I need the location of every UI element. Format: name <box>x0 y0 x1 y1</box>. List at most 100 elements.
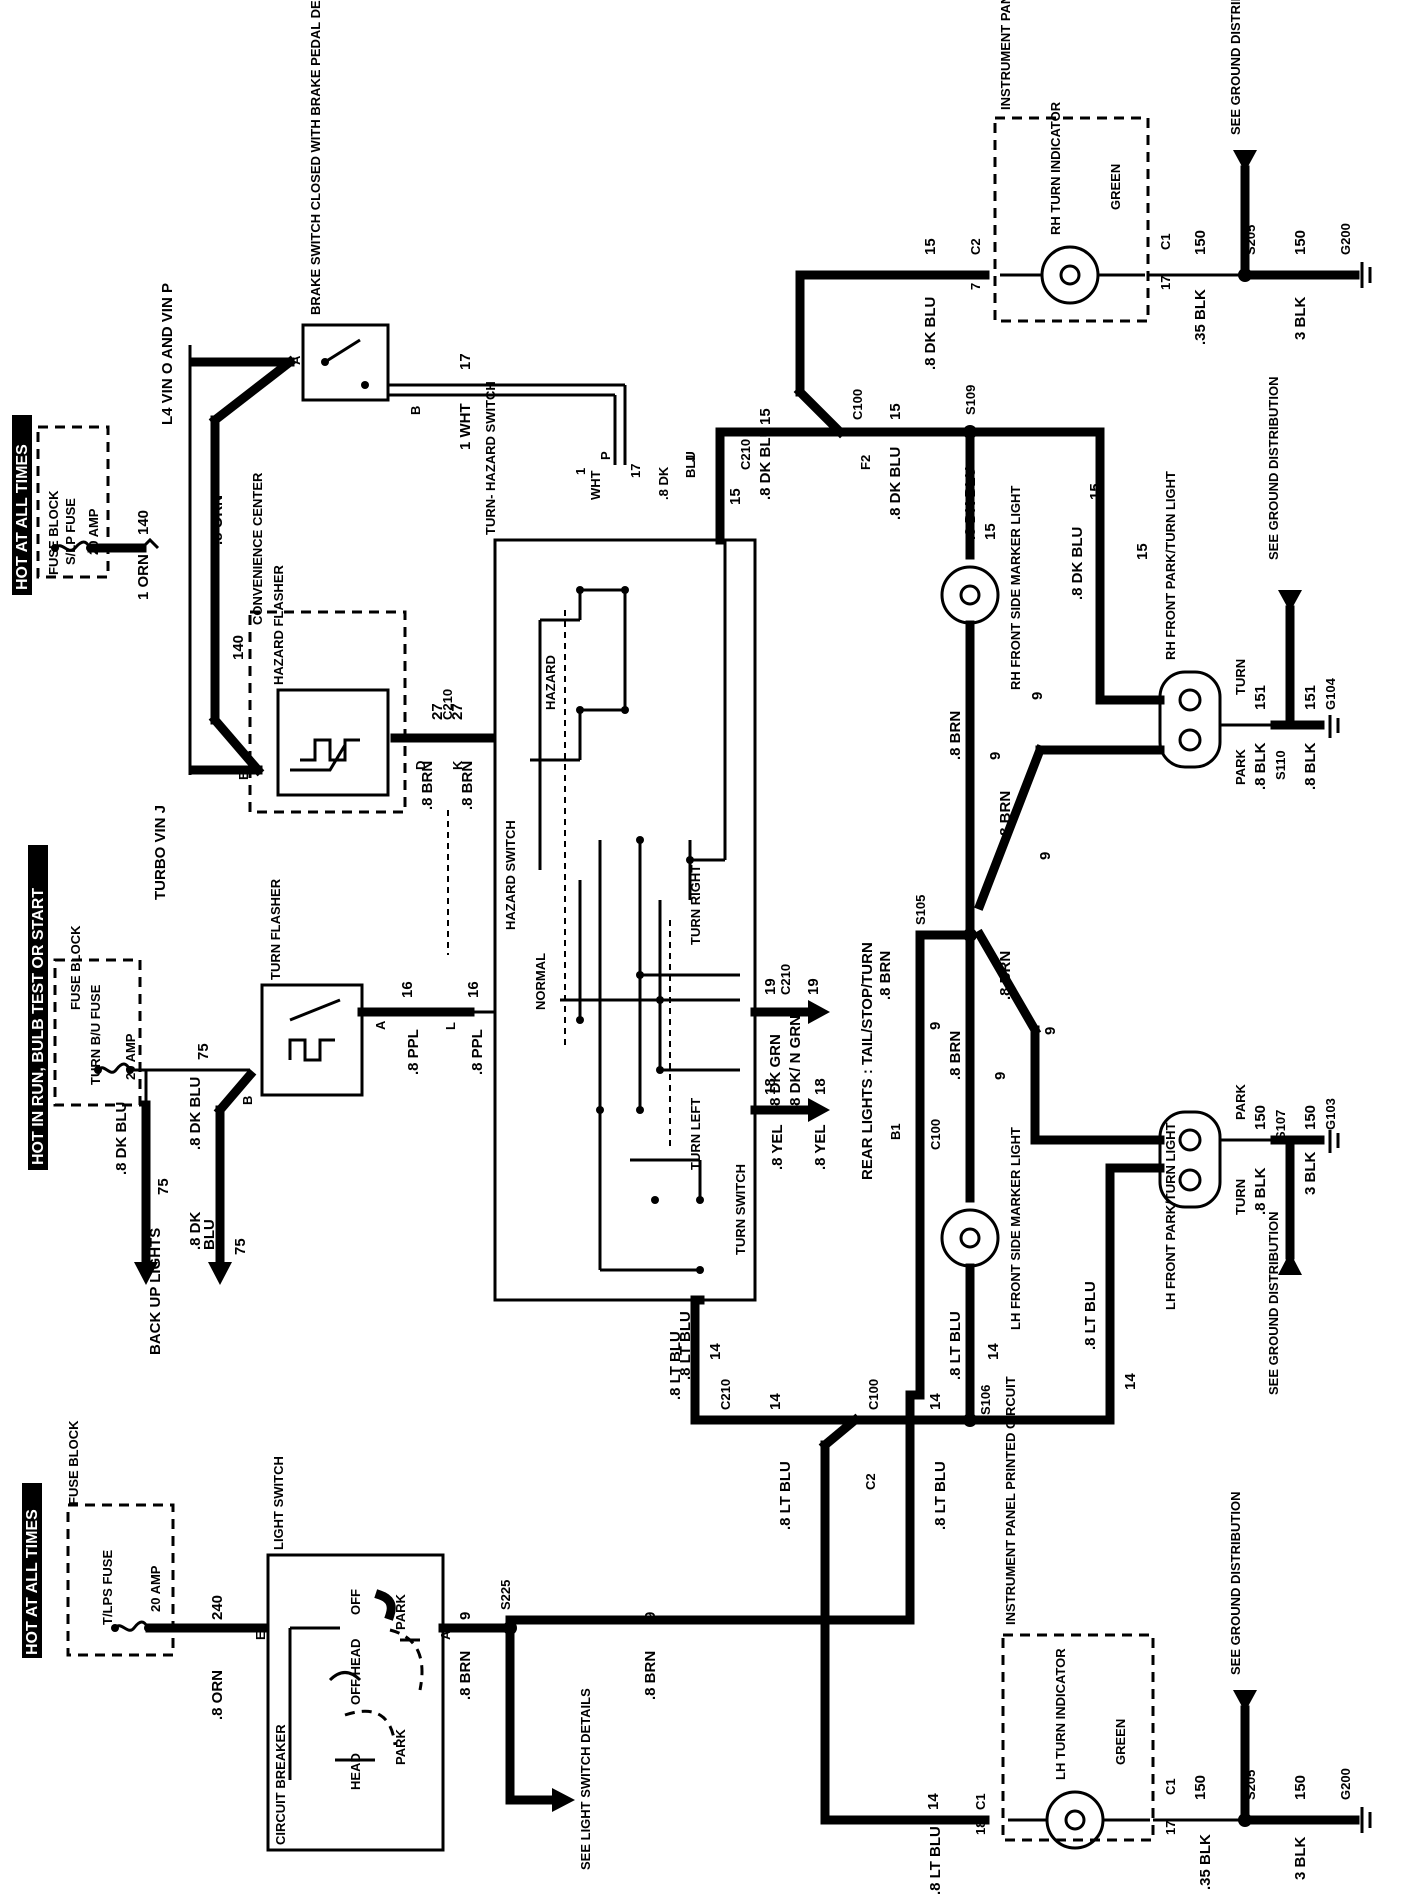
wire-8orn-bottom: .8 ORN <box>209 1670 226 1720</box>
lh-park-text: PARK <box>1233 1084 1248 1120</box>
svg-text:C210: C210 <box>718 1379 733 1410</box>
rear-lights-label: REAR LIGHTS : TAIL/STOP/TURN <box>859 942 876 1180</box>
svg-text:151: 151 <box>1252 685 1269 710</box>
svg-text:B: B <box>240 1096 255 1105</box>
light-switch <box>266 1553 445 1852</box>
svg-text:E: E <box>236 771 251 780</box>
svg-text:150: 150 <box>1252 1105 1269 1130</box>
wire-dkblu-c210: .8 DK BLU <box>757 427 774 500</box>
turn-hazard-switch <box>493 538 757 1302</box>
fuse-slp-icon <box>53 540 92 552</box>
svg-text:14: 14 <box>985 1343 1002 1360</box>
wire-75-a: 75 <box>195 1043 212 1060</box>
park-label-ls: PARK <box>393 1594 408 1630</box>
wire-8ltblu-c100b: .8 LT BLU <box>932 1461 949 1530</box>
wire-8brn-s105: .8 BRN <box>877 951 894 1000</box>
svg-text:S106: S106 <box>978 1385 993 1415</box>
svg-text:150: 150 <box>1292 1775 1309 1800</box>
svg-text:1: 1 <box>573 468 588 475</box>
svg-text:16: 16 <box>465 981 482 998</box>
svg-text:14: 14 <box>925 1793 942 1810</box>
svg-text:K: K <box>450 760 465 770</box>
svg-text:S205: S205 <box>1243 225 1258 255</box>
light-switch-label: LIGHT SWITCH <box>271 1456 286 1550</box>
turn-right-label: TURN RIGHT <box>688 865 703 945</box>
wire-1orn: 1 ORN <box>135 554 152 600</box>
wire-dkngrn: .8 DK/ N GRN <box>787 1015 804 1110</box>
wire-8ltblu-sw: .8 LT BLU <box>667 1331 684 1400</box>
svg-text:P: P <box>598 451 613 460</box>
svg-text:C210: C210 <box>778 964 793 995</box>
convenience-center-label: CONVENIENCE CENTER <box>250 472 265 625</box>
svg-text:BLU: BLU <box>683 451 698 478</box>
arrow-backup <box>134 1262 158 1285</box>
hot-bar-top <box>12 415 32 595</box>
svg-text:27: 27 <box>429 703 446 720</box>
wire-8yel-a: .8 YEL <box>769 1124 786 1170</box>
wire-8orn-top: .8 ORN <box>209 495 226 545</box>
rh-park-turn-label: RH FRONT PARK/TURN LIGHT <box>1163 471 1178 660</box>
svg-text:9: 9 <box>992 1072 1009 1080</box>
svg-text:18: 18 <box>973 1821 988 1835</box>
svg-text:.8 DK: .8 DK <box>656 466 671 500</box>
wire-8brn-ls2: .8 BRN <box>642 1651 659 1700</box>
wire-8brn-s105b: .8 BRN <box>947 1031 964 1080</box>
svg-text:17: 17 <box>1163 1821 1178 1835</box>
svg-text:E: E <box>253 1631 268 1640</box>
fuse-turnbu-name: TURN B/U FUSE <box>88 984 103 1085</box>
wire-ltblu-sw2: .8 LT BLU <box>677 1311 694 1380</box>
rh-park-turn-bulb <box>1158 670 1222 769</box>
wire-dkblu-b: .8 DK BLU <box>187 1077 204 1150</box>
svg-text:C210: C210 <box>440 689 455 720</box>
svg-text:S109: S109 <box>963 385 978 415</box>
l4-vin-label: L4 VIN O AND VIN P <box>159 283 176 425</box>
wire-8brn-s105c: .8 BRN <box>997 951 1014 1000</box>
svg-text:140: 140 <box>230 635 247 660</box>
svg-text:L: L <box>443 1022 458 1030</box>
fuse-tlps-name: T/LPS FUSE <box>100 1550 115 1625</box>
wire-dkblu-rh: .8 DK BLU <box>1069 527 1086 600</box>
turn-flasher <box>260 983 364 1097</box>
normal-label: NORMAL <box>533 953 548 1010</box>
rh-side-marker-bulb <box>940 565 1000 625</box>
wire-8blk-lh: .8 BLK <box>1252 1167 1269 1215</box>
wire-3blk-bottom: 3 BLK <box>1292 1836 1309 1880</box>
svg-text:75: 75 <box>232 1238 249 1255</box>
svg-text:150: 150 <box>1302 1105 1319 1130</box>
hazard-switch-label: HAZARD SWITCH <box>503 820 518 930</box>
svg-text:17: 17 <box>1158 276 1173 290</box>
svg-text:14: 14 <box>927 1393 944 1410</box>
svg-text:B1: B1 <box>888 1123 903 1140</box>
brake-switch <box>301 323 390 402</box>
svg-text:BLU: BLU <box>201 1219 218 1250</box>
svg-text:S110: S110 <box>1273 750 1288 780</box>
svg-text:15: 15 <box>1134 543 1151 560</box>
wire-75-b: 75 <box>155 1178 172 1195</box>
wire-35blk-bottom: .35 BLK <box>1197 1834 1214 1890</box>
fuse-slp-rating: 20 AMP <box>86 508 101 555</box>
svg-text:.8 DK: .8 DK <box>187 1211 204 1250</box>
rh-turn-text: TURN <box>1233 659 1248 695</box>
lh-side-marker-bulb <box>940 1208 1000 1268</box>
wire-8brn-b: .8 BRN <box>459 761 476 810</box>
wire-240: 240 <box>209 1595 226 1620</box>
svg-text:9: 9 <box>1029 692 1046 700</box>
lh-park-turn-bulb <box>1158 1110 1222 1209</box>
turn-flasher-label: TURN FLASHER <box>268 878 283 980</box>
lh-turn-indicator-label: LH TURN INDICATOR <box>1053 1648 1068 1780</box>
svg-text:G104: G104 <box>1323 677 1338 710</box>
ip-lh-label: INSTRUMENT PANEL PRINTED CIRCUIT <box>1003 1376 1018 1625</box>
svg-text:9: 9 <box>642 1612 659 1620</box>
svg-text:S205: S205 <box>1243 1770 1258 1800</box>
svg-text:15: 15 <box>922 238 939 255</box>
wire-8blk-rh2: .8 BLK <box>1302 742 1319 790</box>
wire-8brn-ls: .8 BRN <box>457 1651 474 1700</box>
ip-lh <box>1001 1633 1155 1842</box>
hot-bar-bottom-text: HOT AT ALL TIMES <box>24 1509 41 1655</box>
svg-text:14: 14 <box>1122 1373 1139 1390</box>
svg-text:150: 150 <box>1192 1775 1209 1800</box>
hazard-flasher-icon <box>290 738 360 772</box>
svg-text:18: 18 <box>812 1078 829 1095</box>
fuse-block-tlps-label: FUSE BLOCK <box>66 1420 81 1505</box>
wire-8ltblu-bottom: .8 LT BLU <box>927 1826 944 1895</box>
